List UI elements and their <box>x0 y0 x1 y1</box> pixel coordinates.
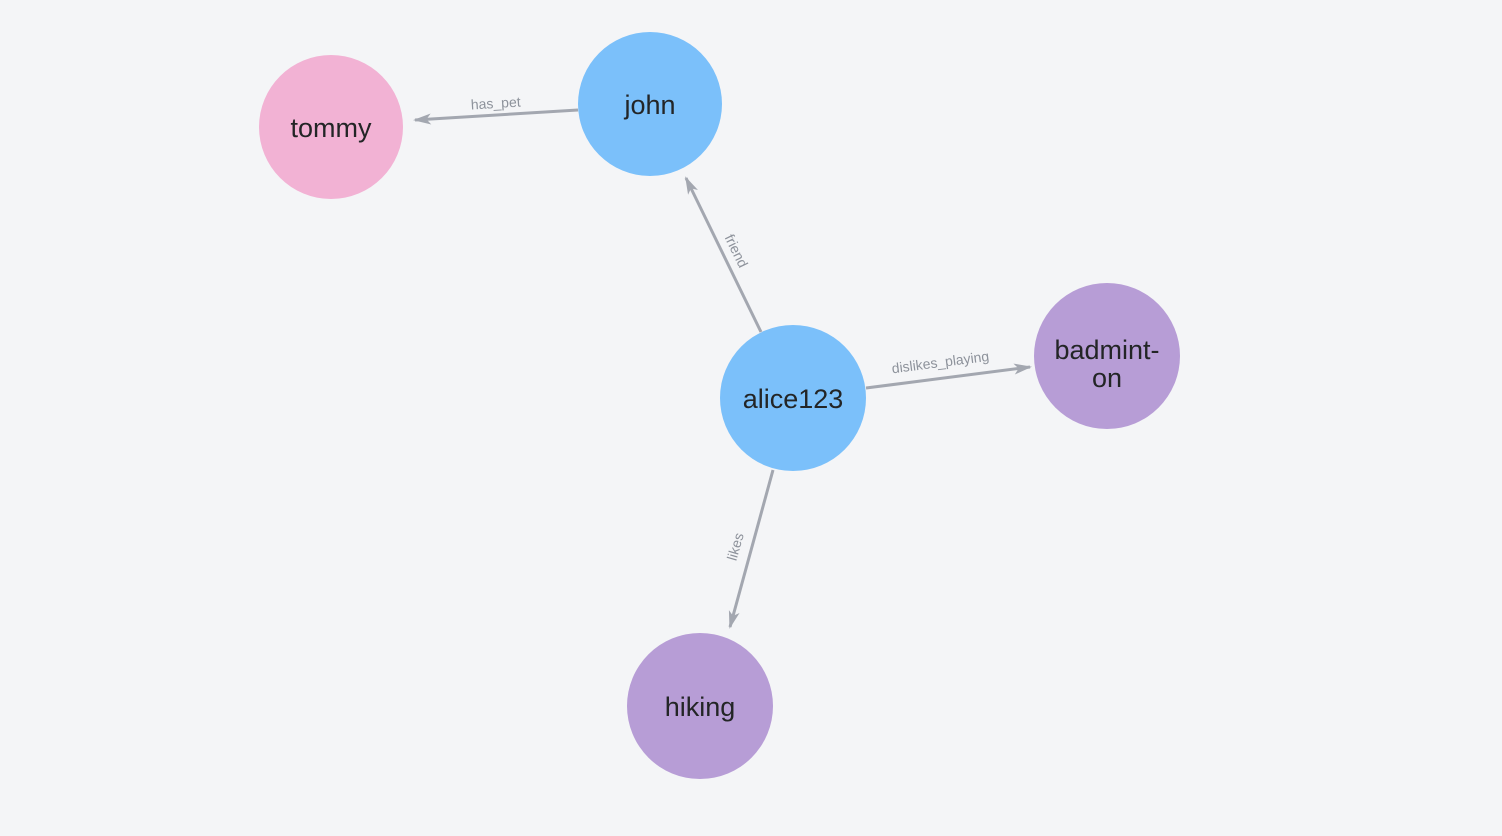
edge-line-likes[interactable] <box>728 469 775 629</box>
edge-john-has_pet-tommy: has_pet <box>413 93 579 125</box>
node-alice123: alice123 <box>720 325 866 471</box>
edge-label-has_pet[interactable]: has_pet <box>470 93 521 112</box>
edge-alice123-friend-john: friend <box>684 176 763 333</box>
node-john: john <box>578 32 722 176</box>
edge-label-friend[interactable]: friend <box>722 232 752 270</box>
edge-alice123-likes-hiking: likes <box>724 469 775 629</box>
node-circle-hiking[interactable] <box>627 633 773 779</box>
node-circle-badminton[interactable] <box>1034 283 1180 429</box>
node-tommy: tommy <box>259 55 403 199</box>
node-circle-alice123[interactable] <box>720 325 866 471</box>
edge-line-has_pet[interactable] <box>413 108 579 125</box>
node-hiking: hiking <box>627 633 773 779</box>
node-badminton: badmint- on <box>1034 283 1180 429</box>
edge-alice123-dislikes_playing-badminton: dislikes_playing <box>865 348 1032 390</box>
edge-line-friend[interactable] <box>684 176 763 333</box>
edge-label-dislikes_playing[interactable]: dislikes_playing <box>891 348 990 376</box>
edge-label-likes[interactable]: likes <box>724 531 747 562</box>
node-circle-tommy[interactable] <box>259 55 403 199</box>
edge-line-dislikes_playing[interactable] <box>865 363 1032 390</box>
node-circle-john[interactable] <box>578 32 722 176</box>
